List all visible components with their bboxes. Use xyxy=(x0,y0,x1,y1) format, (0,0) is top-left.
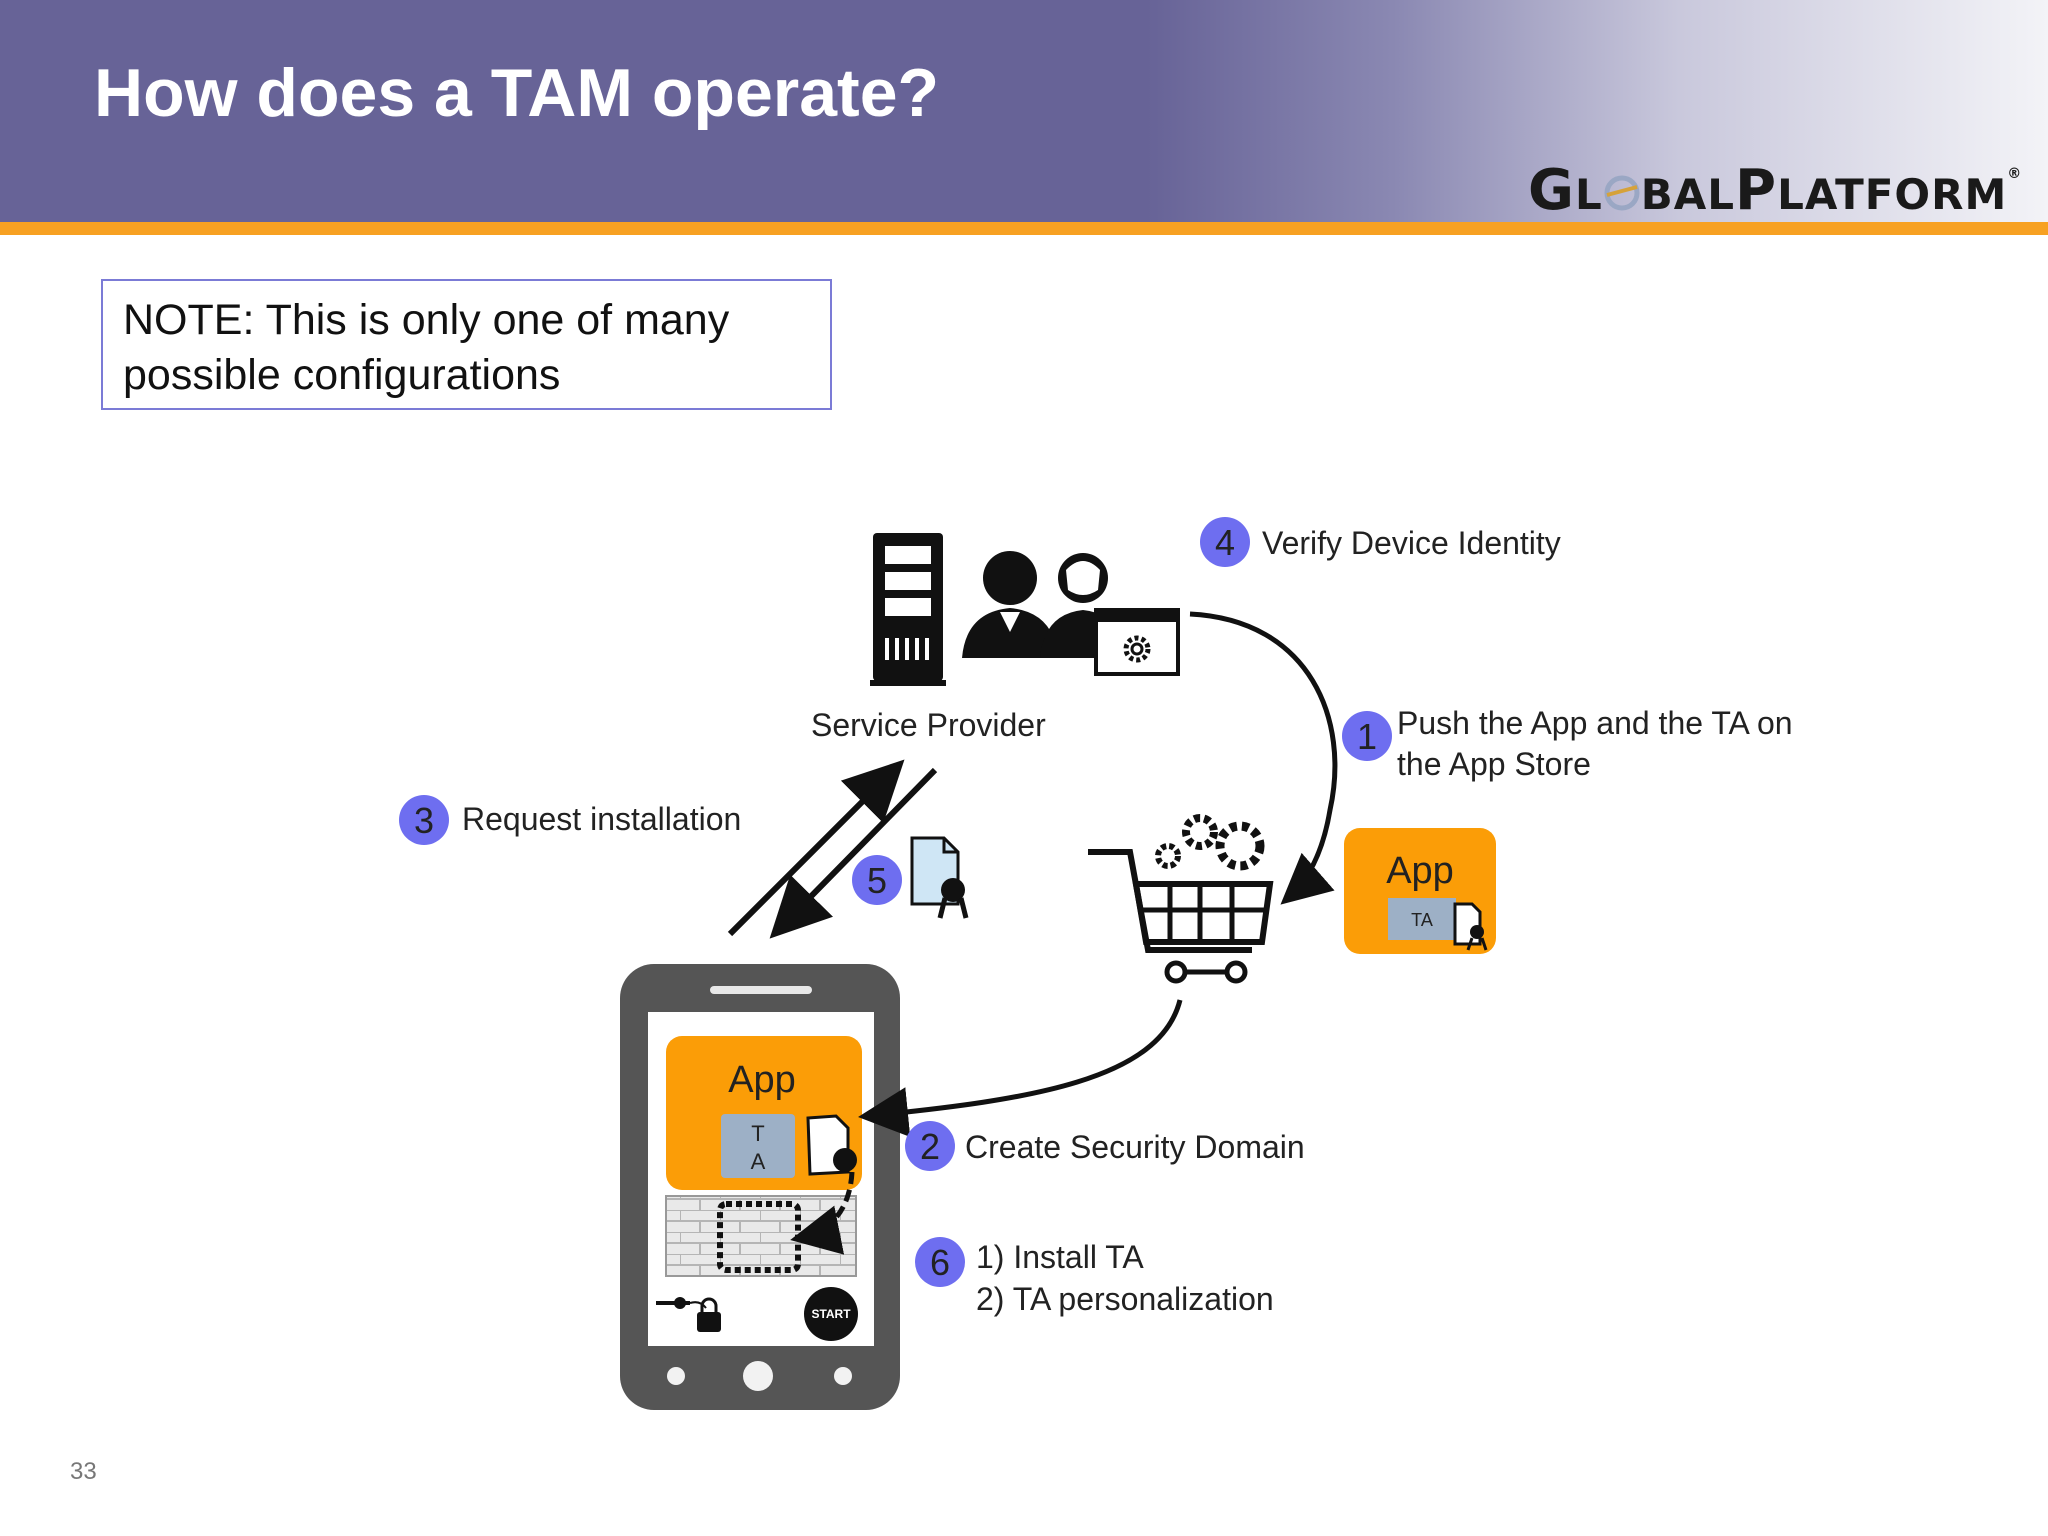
step-1-label-line2: the App Store xyxy=(1397,746,1591,782)
store-ta-label: TA xyxy=(1411,910,1433,930)
phone-ta-line2: A xyxy=(751,1149,766,1174)
smartphone: App T A START xyxy=(620,964,900,1410)
gears-icon xyxy=(1155,814,1265,871)
phone-ta-box xyxy=(721,1114,795,1178)
step-4-badge xyxy=(1200,517,1250,567)
shopping-cart-icon xyxy=(1088,849,1274,984)
step-2-label: Create Security Domain xyxy=(965,1129,1305,1165)
firewall-icon xyxy=(665,1195,857,1277)
response-arrow xyxy=(769,767,938,939)
request-arrow xyxy=(727,759,905,937)
phone-ta-line1: T xyxy=(751,1121,764,1146)
slide-title: How does a TAM operate? xyxy=(94,55,940,131)
page-number: 33 xyxy=(70,1458,97,1485)
step-6-badge xyxy=(915,1237,965,1287)
step-6-label-line2: 2) TA personalization xyxy=(976,1281,1274,1317)
note-line-1: NOTE: This is only one of many xyxy=(123,296,730,344)
store-app-label: App xyxy=(1386,850,1454,892)
server-icon xyxy=(870,533,946,686)
note-line-2: possible configurations xyxy=(123,351,561,399)
header-banner xyxy=(0,0,2048,222)
step-3-number: 3 xyxy=(414,800,434,841)
certificate-icon xyxy=(806,1114,857,1176)
phone-app-label: App xyxy=(728,1059,796,1101)
certificate-icon xyxy=(1453,902,1488,951)
header-accent-bar xyxy=(0,222,2048,235)
store-app-package: App TA xyxy=(1344,828,1496,954)
step-4-number: 4 xyxy=(1215,522,1235,563)
step-1-label-line1: Push the App and the TA on xyxy=(1397,705,1793,741)
step-5-number: 5 xyxy=(867,860,887,901)
create-sd-arrow xyxy=(858,999,1183,1137)
settings-window-icon xyxy=(1094,608,1180,676)
start-button-icon: START xyxy=(804,1287,858,1341)
store-ta-box xyxy=(1388,898,1456,940)
step-4-label: Verify Device Identity xyxy=(1262,525,1561,561)
step-2-number: 2 xyxy=(920,1126,940,1167)
service-provider-label: Service Provider xyxy=(811,707,1046,743)
step-3-badge xyxy=(399,795,449,845)
step-2-badge xyxy=(905,1121,955,1171)
certificate-icon xyxy=(910,836,969,919)
step-5-badge xyxy=(852,855,902,905)
step-6-number: 6 xyxy=(930,1242,950,1283)
step-1-number: 1 xyxy=(1357,716,1377,757)
step-3-label: Request installation xyxy=(462,801,741,837)
note-box: NOTE: This is only one of many possible … xyxy=(101,279,832,410)
key-icon xyxy=(656,1297,707,1309)
push-arrow xyxy=(1189,611,1338,905)
step-6-label-line1: 1) Install TA xyxy=(976,1239,1144,1275)
install-arrow xyxy=(790,1171,855,1255)
start-label: START xyxy=(811,1307,851,1321)
lock-icon xyxy=(697,1297,721,1332)
step-1-badge xyxy=(1342,711,1392,761)
